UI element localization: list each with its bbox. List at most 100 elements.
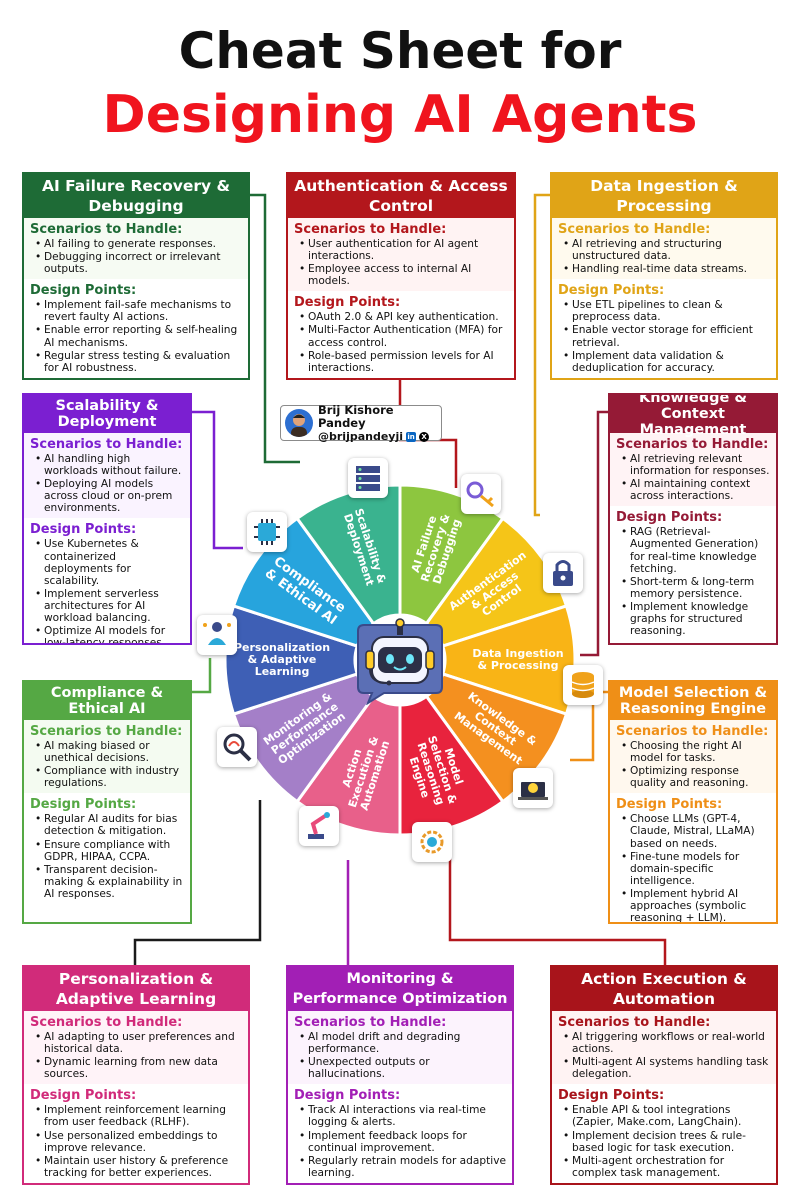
bullet-item: Short-term & long-term memory persistenc… — [620, 576, 770, 600]
bullet-item: Implement decision trees & rule-based lo… — [562, 1130, 770, 1154]
wheel-segment-label: Data Ingestion & Processing — [472, 647, 564, 672]
bullet-item: Regular AI audits for bias detection & m… — [34, 813, 184, 837]
bullet-item: Use personalized embeddings to improve r… — [34, 1130, 242, 1154]
bullet-item: Multi-Factor Authentication (MFA) for ac… — [298, 324, 508, 348]
connector-personalization — [133, 800, 262, 965]
card-title: Model Selection & Reasoning Engine — [610, 682, 776, 720]
author-name: Brij Kishore Pandey — [318, 402, 394, 430]
bullet-item: User authentication for AI agent interac… — [298, 238, 508, 262]
bullet-item: Use ETL pipelines to clean & preprocess … — [562, 299, 770, 323]
linkedin-icon[interactable]: in — [406, 431, 417, 442]
bullet-item: Role-based permission levels for AI inte… — [298, 350, 508, 374]
bullet-item: AI model drift and degrading performance… — [298, 1031, 506, 1055]
bullet-item: Enable vector storage for efficient retr… — [562, 324, 770, 348]
card-compliance: Compliance & Ethical AI Scenarios to Han… — [22, 680, 192, 924]
bullet-item: Implement data validation & deduplicatio… — [562, 350, 770, 374]
bullet-item: AI maintaining context across interactio… — [620, 478, 770, 502]
design-heading: Design Points: — [30, 797, 137, 813]
scenarios-heading: Scenarios to Handle: — [30, 222, 183, 237]
bullet-item: Transparent decision-making & explainabi… — [34, 864, 184, 900]
bullet-item: Compliance with industry regulations. — [34, 765, 184, 789]
card-title: Personalization & Adaptive Learning — [24, 967, 248, 1011]
bullet-item: Use Kubernetes & containerized deploymen… — [34, 538, 184, 586]
bullet-item: Implement hybrid AI approaches (symbolic… — [620, 888, 770, 922]
card-title: AI Failure Recovery & Debugging — [24, 174, 248, 218]
card-data-ingestion: Data Ingestion & Processing Scenarios to… — [550, 172, 778, 380]
scenarios-heading: Scenarios to Handle: — [30, 437, 183, 452]
server-stack-icon — [347, 457, 388, 498]
card-title: Action Execution & Automation — [552, 967, 776, 1011]
wheel-segment-label: Personalization & Adaptive Learning — [233, 641, 331, 678]
bullet-item: Fine-tune models for domain-specific int… — [620, 851, 770, 887]
chip-scale-icon — [246, 511, 287, 552]
magnifier-gauge-icon — [216, 727, 257, 768]
design-heading: Design Points: — [294, 1088, 401, 1104]
card-ai-failure-recovery: AI Failure Recovery & Debugging Scenario… — [22, 172, 250, 380]
design-heading: Design Points: — [558, 283, 665, 299]
x-icon[interactable]: X — [419, 431, 430, 442]
bullet-item: AI failing to generate responses. — [34, 238, 242, 250]
design-heading: Design Points: — [30, 522, 137, 538]
scenarios-heading: Scenarios to Handle: — [294, 1015, 447, 1030]
laptop-lightbulb-icon — [513, 768, 554, 809]
card-title: Scalability & Deployment — [24, 395, 190, 433]
bullet-item: Optimizing response quality and reasonin… — [620, 765, 770, 789]
scenarios-heading: Scenarios to Handle: — [294, 222, 447, 237]
bullet-item: Regular stress testing & evaluation for … — [34, 350, 242, 374]
bullet-item: Implement reinforcement learning from us… — [34, 1104, 242, 1128]
scenarios-heading: Scenarios to Handle: — [558, 222, 711, 237]
card-title: Data Ingestion & Processing — [552, 174, 776, 218]
bullet-item: Choose LLMs (GPT-4, Claude, Mistral, LLa… — [620, 813, 770, 849]
bullet-item: AI handling high workloads without failu… — [34, 453, 184, 477]
bullet-item: Multi-agent orchestration for complex ta… — [562, 1155, 770, 1179]
design-heading: Design Points: — [30, 283, 137, 299]
gear-brain-icon — [412, 822, 453, 863]
bullet-item: Enable error reporting & self-healing AI… — [34, 324, 242, 348]
design-heading: Design Points: — [616, 510, 723, 526]
bullet-item: Implement serverless architectures for A… — [34, 588, 184, 624]
database-icon — [563, 665, 604, 706]
bullet-item: Optimize AI models for low-latency respo… — [34, 625, 184, 643]
bullet-item: Choosing the right AI model for tasks. — [620, 740, 770, 764]
page-title-line-2: Designing AI Agents — [102, 85, 698, 145]
bullet-item: AI making biased or unethical decisions. — [34, 740, 184, 764]
bullet-item: Track AI interactions via real-time logg… — [298, 1104, 506, 1128]
design-heading: Design Points: — [616, 797, 723, 813]
page-title-line-1: Cheat Sheet for — [178, 22, 622, 80]
bullet-item: Ensure compliance with GDPR, HIPAA, CCPA… — [34, 839, 184, 863]
bullet-item: AI triggering workflows or real-world ac… — [562, 1031, 770, 1055]
bullet-item: Employee access to internal AI models. — [298, 263, 508, 287]
person-network-icon — [196, 614, 237, 655]
connector-failure — [250, 193, 300, 464]
bullet-item: AI retrieving and structuring unstructur… — [562, 238, 770, 262]
author-handle: @brijpandeyji — [318, 429, 404, 443]
bullet-item: AI adapting to user preferences and hist… — [34, 1031, 242, 1055]
gear-key-icon — [460, 473, 501, 514]
author-avatar — [285, 409, 313, 437]
bullet-item: Implement feedback loops for continual i… — [298, 1130, 506, 1154]
bullet-item: AI retrieving relevant information for r… — [620, 453, 770, 477]
bullet-item: Regularly retrain models for adaptive le… — [298, 1155, 506, 1179]
bullet-item: Enable API & tool integrations (Zapier, … — [562, 1104, 770, 1128]
design-heading: Design Points: — [30, 1088, 137, 1104]
bullet-item: Dynamic learning from new data sources. — [34, 1056, 242, 1080]
design-heading: Design Points: — [558, 1088, 665, 1104]
padlock-icon — [543, 552, 584, 593]
card-title: Authentication & Access Control — [288, 174, 514, 218]
bullet-item: Maintain user history & preference track… — [34, 1155, 242, 1179]
hub-robot — [354, 617, 446, 706]
scenarios-heading: Scenarios to Handle: — [30, 1015, 183, 1030]
connector-ingestion — [533, 193, 552, 517]
card-title: Compliance & Ethical AI — [24, 682, 190, 720]
scenarios-heading: Scenarios to Handle: — [616, 437, 769, 452]
design-heading: Design Points: — [294, 295, 401, 311]
robot-headset-icon — [357, 618, 443, 706]
bullet-item: Handling real-time data streams. — [562, 263, 770, 275]
connector-action — [448, 855, 667, 965]
scenarios-heading: Scenarios to Handle: — [30, 724, 183, 739]
bullet-item: Debugging incorrect or irrelevant output… — [34, 251, 242, 275]
card-authentication: Authentication & Access Control Scenario… — [286, 172, 516, 380]
